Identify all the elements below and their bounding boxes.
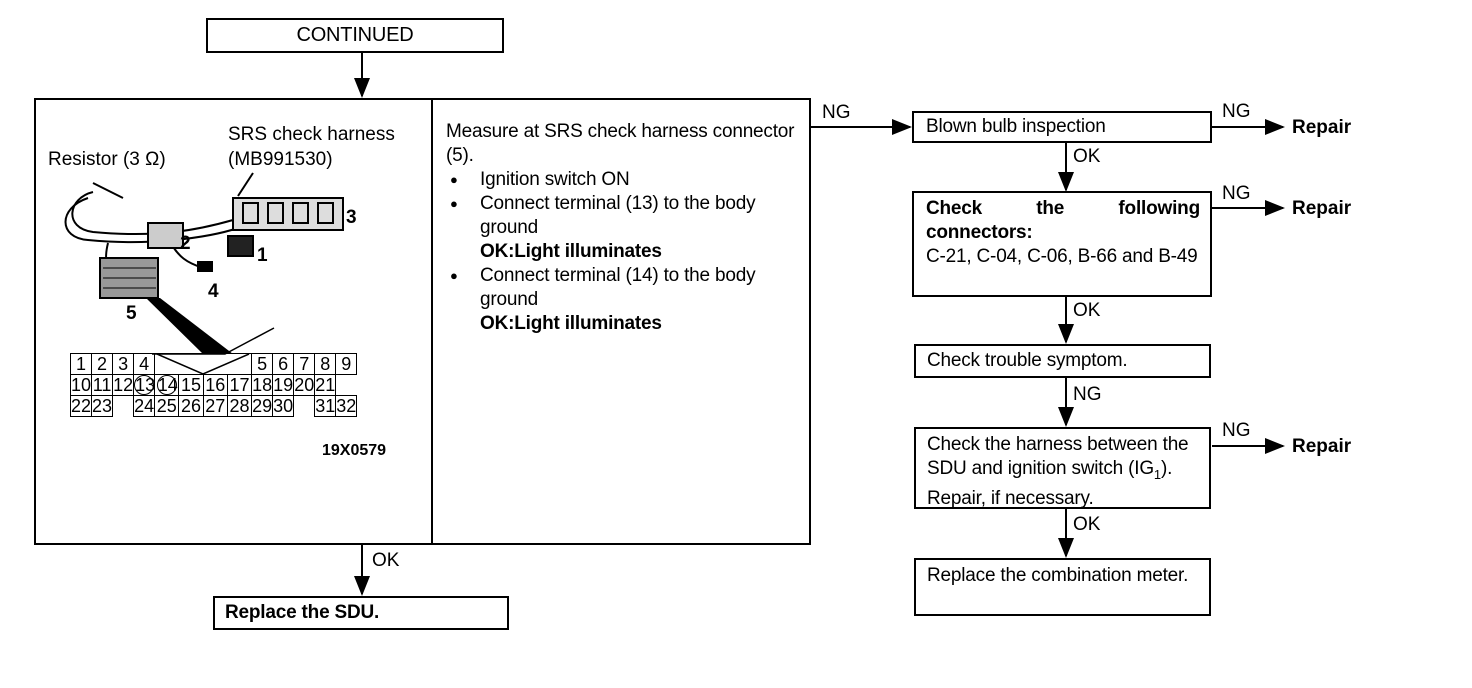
callout-3: 3	[346, 207, 357, 228]
harness-check-text: Check the harness between the SDU and ig…	[916, 429, 1209, 511]
blown-bulb-text: Blown bulb inspection	[926, 116, 1106, 137]
check-connectors-box: Check the following connectors: C-21, C-…	[912, 191, 1212, 297]
ng-label-measure: NG	[822, 102, 851, 123]
replace-meter-text: Replace the combination meter.	[927, 565, 1189, 586]
measure-bullet-list: Ignition switch ON Connect terminal (13)…	[446, 168, 798, 240]
terminal: 5	[251, 353, 274, 375]
ok-label-bulb: OK	[1073, 146, 1101, 167]
key-notch	[154, 353, 253, 375]
ok-label-connectors: OK	[1073, 300, 1101, 321]
terminal: 24	[133, 395, 156, 417]
check-connectors-list: C-21, C-04, C-06, B-66 and B-49	[926, 246, 1198, 267]
terminal: 23	[91, 395, 114, 417]
blown-bulb-box: Blown bulb inspection	[912, 111, 1212, 143]
harness-label-line2: (MB991530)	[228, 149, 333, 170]
terminal: 16	[202, 374, 228, 396]
measure-instructions: Measure at SRS check harness connector (…	[446, 120, 798, 336]
terminal: 3	[112, 353, 135, 375]
plug-4-body	[197, 261, 213, 272]
terminal: 18	[251, 374, 274, 396]
ok-label-harness: OK	[1073, 514, 1101, 535]
measure-divider	[431, 98, 433, 545]
terminal: 15	[178, 374, 204, 396]
terminal-14: 14	[156, 375, 178, 395]
harness-check-box: Check the harness between the SDU and ig…	[914, 427, 1211, 509]
repair-label-bulb: Repair	[1292, 117, 1352, 138]
terminal: 30	[272, 395, 295, 417]
callout-4: 4	[208, 281, 219, 302]
connector-terminal-table: 1 2 3 4 5 6 7 8 9 10 11 12 13 14 15 16 1…	[69, 353, 358, 417]
continued-label: CONTINUED	[296, 24, 414, 46]
trouble-symptom-box: Check trouble symptom.	[914, 344, 1211, 378]
terminal: 32	[335, 395, 358, 417]
terminal: 26	[178, 395, 204, 417]
harness-illustration	[64, 172, 344, 355]
callout-1: 1	[257, 245, 268, 266]
trouble-symptom-text: Check trouble symptom.	[927, 350, 1128, 371]
harness-check-text-b: ). Repair, if necessary.	[927, 458, 1173, 509]
harness-label-line1: SRS check harness	[228, 124, 395, 145]
harness-check-text-a: Check the harness between the SDU and ig…	[927, 434, 1189, 479]
repair-label-harness: Repair	[1292, 436, 1352, 457]
terminal-13-circled: 13	[133, 374, 156, 396]
terminal-row-2: 10 11 12 13 14 15 16 17 18 19 20 21	[69, 374, 357, 396]
terminal: 11	[91, 374, 114, 396]
terminal: 9	[335, 353, 358, 375]
check-connectors-heading: Check the following connectors:	[926, 198, 1200, 243]
ng-label-symptom: NG	[1073, 384, 1102, 405]
terminal: 4	[133, 353, 156, 375]
terminal: 25	[154, 395, 180, 417]
measure-intro: Measure at SRS check harness connector (…	[446, 121, 795, 166]
measure-ok-2: OK:Light illuminates	[480, 313, 662, 334]
ok-label-measure: OK	[372, 550, 400, 571]
terminal: 27	[202, 395, 228, 417]
callout-5: 5	[126, 303, 137, 324]
replace-sdu-box: Replace the SDU.	[213, 596, 509, 630]
measure-bullet: Connect terminal (14) to the body ground	[446, 264, 798, 312]
terminal: 7	[293, 353, 316, 375]
terminal-13: 13	[134, 375, 156, 395]
terminal: 12	[112, 374, 135, 396]
figure-code: 19X0579	[322, 442, 387, 459]
replace-sdu-text: Replace the SDU.	[225, 602, 380, 623]
resistor-label: Resistor (3 Ω)	[48, 149, 166, 170]
terminal: 22	[69, 395, 93, 417]
ng-label-connectors: NG	[1222, 183, 1251, 204]
continued-box: CONTINUED	[206, 18, 504, 53]
terminal: 2	[91, 353, 114, 375]
terminal: 6	[272, 353, 295, 375]
terminal: 20	[293, 374, 316, 396]
terminal-14-circled: 14	[154, 374, 180, 396]
repair-label-connectors: Repair	[1292, 198, 1352, 219]
resistor-body	[147, 222, 184, 249]
callout-2: 2	[180, 233, 191, 254]
terminal-row-1: 1 2 3 4 5 6 7 8 9	[69, 353, 358, 375]
terminal: 17	[226, 374, 253, 396]
ng-label-bulb: NG	[1222, 101, 1251, 122]
harness-cable-loop	[64, 197, 239, 244]
terminal-row-3: 22 23 24 25 26 27 28 29 30 31 32	[69, 395, 358, 417]
terminal: 10	[69, 374, 93, 396]
terminal: 1	[69, 353, 93, 375]
terminal: 19	[272, 374, 295, 396]
terminal: 8	[314, 353, 337, 375]
terminal: 28	[226, 395, 253, 417]
ng-label-harness: NG	[1222, 420, 1251, 441]
measure-bullet: Connect terminal (13) to the body ground	[446, 192, 798, 240]
connector-zoom-pointer	[146, 298, 233, 354]
terminal: 31	[314, 395, 337, 417]
connector-1-body	[227, 235, 254, 257]
replace-meter-box: Replace the combination meter.	[914, 558, 1211, 616]
terminal: 29	[251, 395, 274, 417]
measure-ok-1: OK:Light illuminates	[480, 241, 662, 262]
connector-3-body	[232, 197, 344, 231]
harness-check-subscript: 1	[1153, 466, 1161, 482]
measure-bullet: Ignition switch ON	[446, 168, 798, 192]
terminal: 21	[314, 374, 337, 396]
